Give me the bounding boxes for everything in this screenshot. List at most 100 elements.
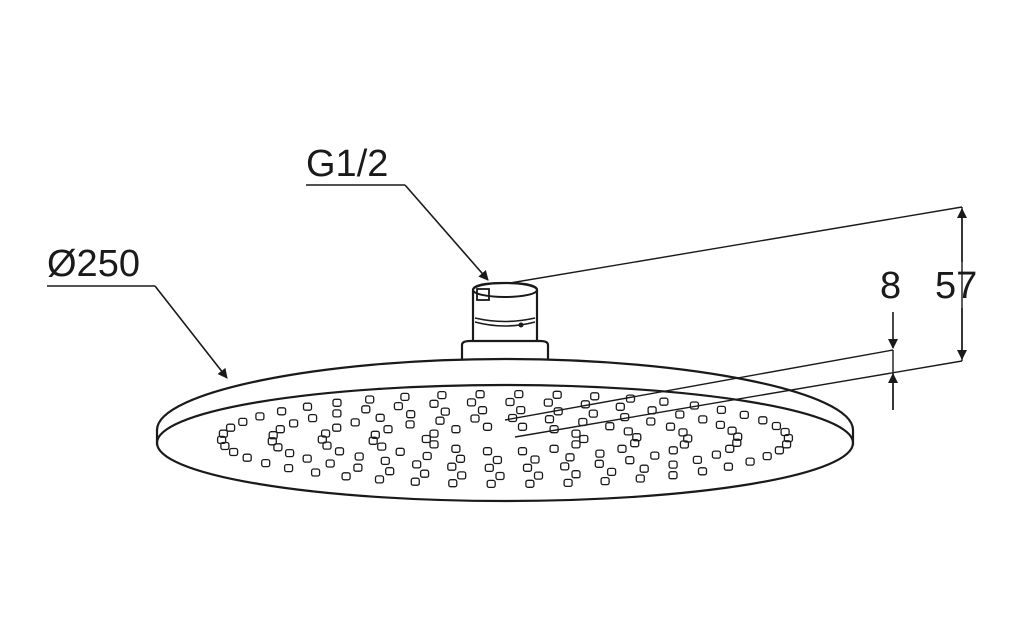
nozzle [482,422,493,431]
nozzle [727,426,737,435]
nozzle [218,429,229,438]
nozzle [516,405,526,415]
nozzle [400,392,410,402]
nozzle [625,456,635,465]
nozzle [332,423,342,432]
nozzle [238,417,248,427]
nozzle [565,453,575,462]
nozzle [451,444,461,453]
nozzle [477,406,488,415]
thread-size-label: G1/2 [306,143,388,185]
nozzle [723,462,734,471]
nozzle [517,422,528,431]
nozzle [486,479,496,489]
nozzle [639,464,649,473]
nozzle [419,469,430,478]
nozzle [549,444,559,453]
nozzle [320,429,331,438]
nozzle [733,432,743,441]
nozzle [630,439,640,448]
nozzle [594,459,604,468]
nozzle [288,419,299,428]
nozzle [457,471,467,480]
nozzle [560,462,570,471]
nozzle [228,447,239,457]
nozzle [393,401,404,411]
nozzle [668,471,678,480]
nozzle [440,407,450,416]
nozzle [533,471,544,480]
nozzle [771,421,782,431]
nozzle [675,410,685,419]
nozzle [692,455,703,465]
nozzle [715,420,726,430]
nozzle [475,390,485,399]
nozzle [332,398,342,407]
nozzle [307,413,318,423]
nozzle [422,451,432,461]
nozzle [435,416,445,425]
nozzle [668,460,678,469]
nozzle [448,479,458,488]
overall-height-dimension: 57 [935,208,977,360]
nozzle [380,456,390,466]
plate-thickness-dimension: 8 [880,265,901,410]
nozzle [275,425,285,434]
nozzle [484,463,494,473]
nozzle [350,418,360,427]
nozzle [447,462,457,471]
nozzle [377,442,387,451]
nozzle [725,444,735,453]
nozzle [698,415,708,424]
nozzle [632,433,642,442]
nozzle [421,434,431,444]
nozzle [716,405,727,415]
nozzle [405,420,415,429]
nozzle [354,452,364,461]
nozzle [588,409,598,418]
nozzle [595,449,605,458]
nozzle [273,443,283,452]
nozzle [406,410,416,419]
nozzle [781,440,792,449]
nozzle [283,463,294,473]
nozzle [522,463,533,472]
nozzle [341,472,351,481]
nozzle [302,454,312,463]
nozzle [361,405,371,414]
nozzle [517,447,528,456]
nozzle [302,402,313,411]
nozzle [242,453,252,462]
nozzle [437,390,447,400]
nozzle [514,389,524,399]
nozzle [590,392,600,401]
ball-joint-connector [460,281,550,359]
nozzle [530,455,540,464]
nozzle [334,447,345,456]
nozzle [774,446,785,455]
nozzle [470,414,480,423]
nozzle [762,451,772,461]
nozzle [505,397,515,407]
overall-height-label: 57 [935,265,977,307]
nozzle [732,438,742,447]
nozzle [267,437,277,446]
thread-label-group: G1/2 [306,143,489,281]
nozzle [268,431,278,440]
nozzle [429,429,439,438]
nozzle [482,447,493,456]
nozzle [495,471,505,481]
shower-plate [155,357,855,503]
nozzle [620,412,630,422]
plate-thickness-label: 8 [880,265,901,307]
nozzle [310,468,321,477]
nozzle [383,425,393,434]
nozzle [745,457,755,466]
nozzle [466,398,477,407]
nozzle [255,412,265,421]
nozzle [216,435,227,445]
nozzle [711,450,722,459]
nozzle [455,454,466,463]
nozzle [368,436,378,445]
nozzle [697,467,708,476]
